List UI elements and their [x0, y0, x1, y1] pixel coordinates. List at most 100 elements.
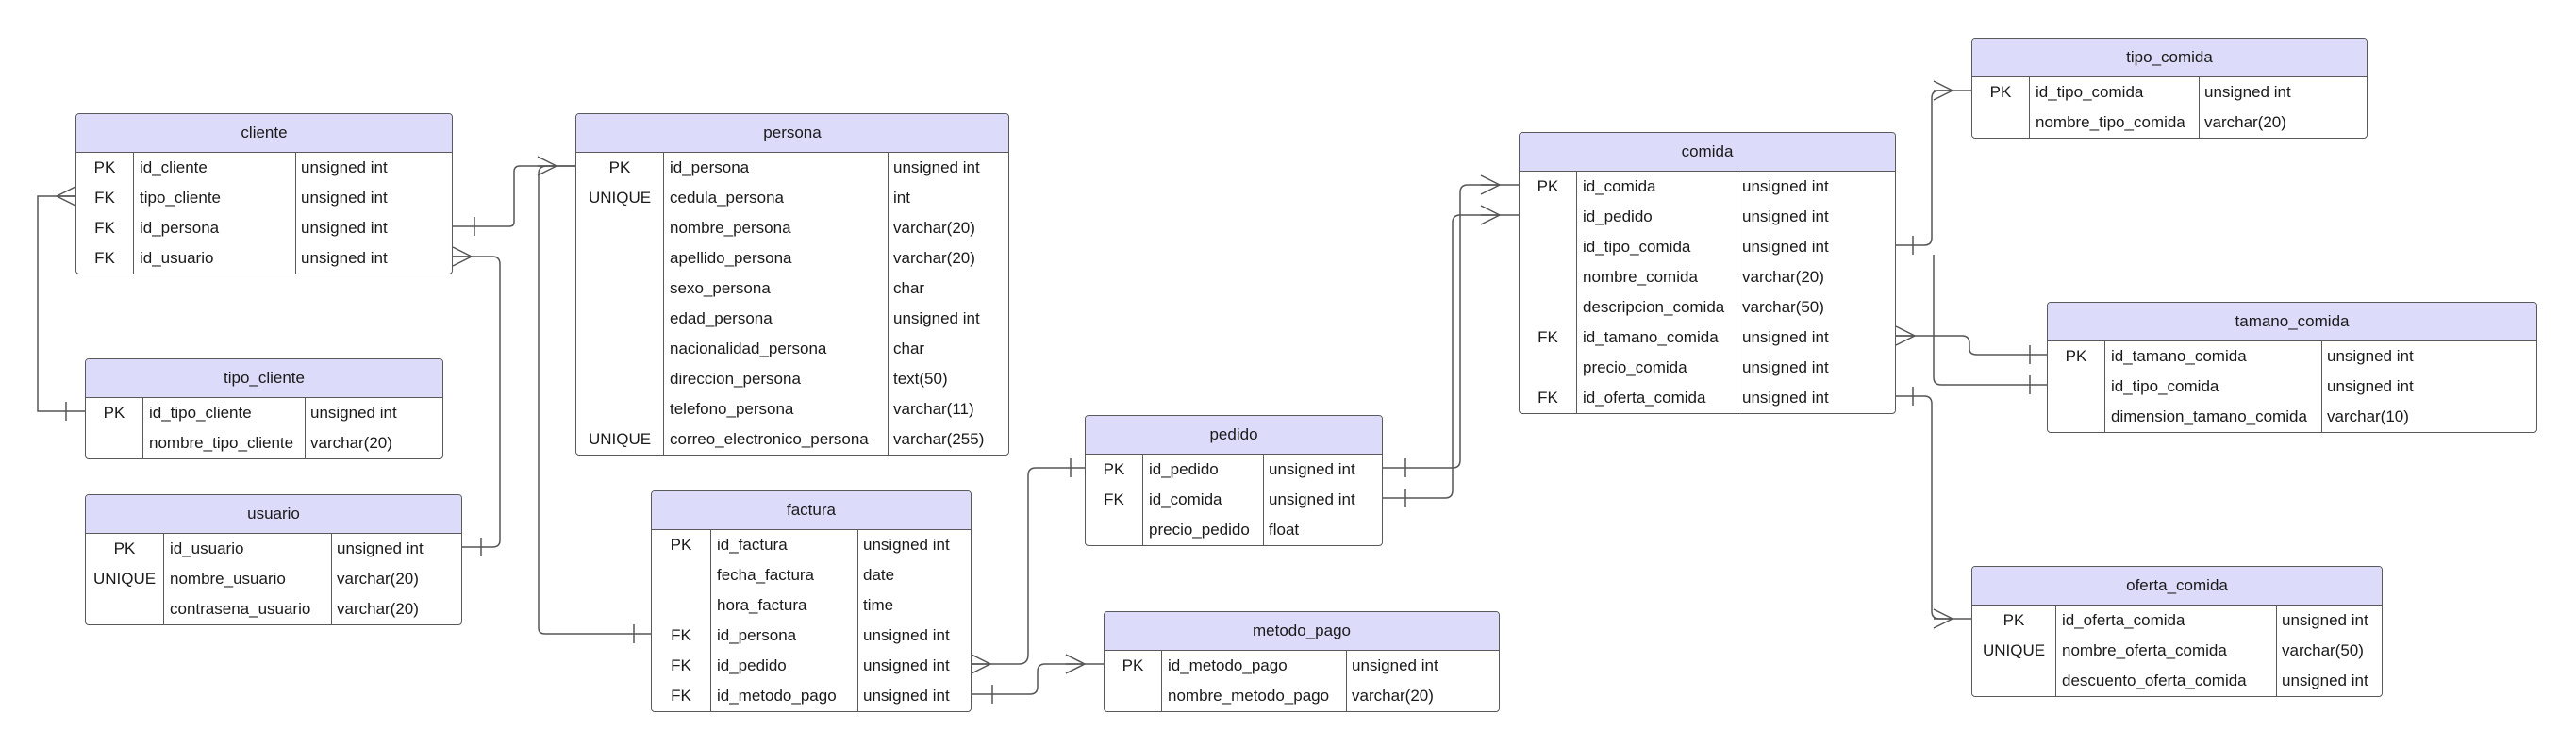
connector-factura-metodo-pago [972, 663, 1104, 695]
attribute-name: correo_electronico_persona [664, 424, 889, 455]
key-marker: UNIQUE [1972, 636, 2056, 666]
key-marker: FK [652, 651, 711, 681]
key-marker [576, 304, 664, 334]
attribute-type: text(50) [893, 370, 948, 388]
attribute-type: int [893, 189, 910, 207]
key-marker [1105, 681, 1162, 711]
attribute-name: id_cliente [134, 153, 296, 183]
attribute-type: unsigned int [2327, 347, 2414, 365]
attribute-type: unsigned int [1742, 389, 1829, 407]
key-marker: PK [576, 153, 664, 183]
key-marker: UNIQUE [86, 564, 164, 594]
key-marker [1972, 108, 2030, 138]
key-marker: FK [1086, 485, 1143, 515]
attribute-name: nombre_usuario [164, 564, 332, 594]
connector-pedido-comida-a [1383, 184, 1519, 469]
key-marker [1520, 353, 1577, 383]
key-marker [1972, 666, 2056, 696]
attribute-type: unsigned int [2282, 611, 2368, 629]
attribute-type: unsigned int [1269, 490, 1355, 508]
attribute-name: id_metodo_pago [1162, 651, 1347, 681]
attribute-type: unsigned int [2204, 83, 2291, 101]
attribute-type: char [893, 340, 925, 357]
crows-foot-many [1933, 80, 1953, 101]
attribute-type: varchar(255) [893, 430, 985, 448]
attribute-name: id_comida [1143, 485, 1264, 515]
attribute-type: varchar(20) [2204, 113, 2286, 131]
attribute-name: tipo_cliente [134, 183, 296, 213]
key-marker [2048, 372, 2105, 402]
key-marker: PK [652, 530, 711, 560]
entity-title: tipo_cliente [86, 359, 442, 398]
attribute-type: unsigned int [863, 626, 950, 644]
attribute-type: unsigned int [1352, 656, 1438, 674]
key-marker: UNIQUE [576, 424, 664, 455]
attribute-type: varchar(50) [1742, 298, 1824, 316]
attribute-type: varchar(20) [893, 249, 975, 267]
attribute-type: unsigned int [2282, 672, 2368, 689]
attribute-type: unsigned int [2327, 377, 2414, 395]
key-marker [86, 428, 143, 458]
attribute-type: unsigned int [893, 309, 980, 327]
connector-cliente-usuario [453, 256, 501, 548]
attribute-name: contrasena_usuario [164, 594, 332, 624]
attribute-type: unsigned int [301, 158, 388, 176]
key-marker: PK [1972, 77, 2030, 108]
attribute-type: varchar(20) [310, 434, 392, 452]
key-marker [1520, 232, 1577, 262]
attribute-name: id_tipo_comida [2105, 372, 2322, 402]
key-marker [576, 213, 664, 243]
attribute-name: telefono_persona [664, 394, 889, 424]
key-marker: FK [76, 183, 134, 213]
attribute-type: varchar(20) [1352, 687, 1434, 705]
attribute-type: varchar(11) [893, 400, 974, 418]
attribute-name: precio_comida [1577, 353, 1737, 383]
key-marker: PK [1105, 651, 1162, 681]
key-marker: FK [76, 243, 134, 274]
attribute-name: id_metodo_pago [711, 681, 858, 711]
key-marker [1520, 292, 1577, 323]
attribute-name: id_tipo_comida [1577, 232, 1737, 262]
attribute-name: nombre_oferta_comida [2056, 636, 2277, 666]
attribute-name: nombre_metodo_pago [1162, 681, 1347, 711]
key-marker [1086, 515, 1143, 545]
key-marker: FK [76, 213, 134, 243]
attribute-name: id_persona [711, 621, 858, 651]
entity-title: factura [652, 491, 971, 530]
crows-foot-many [1895, 325, 1916, 346]
attribute-type: unsigned int [1742, 208, 1829, 225]
key-marker [652, 560, 711, 590]
